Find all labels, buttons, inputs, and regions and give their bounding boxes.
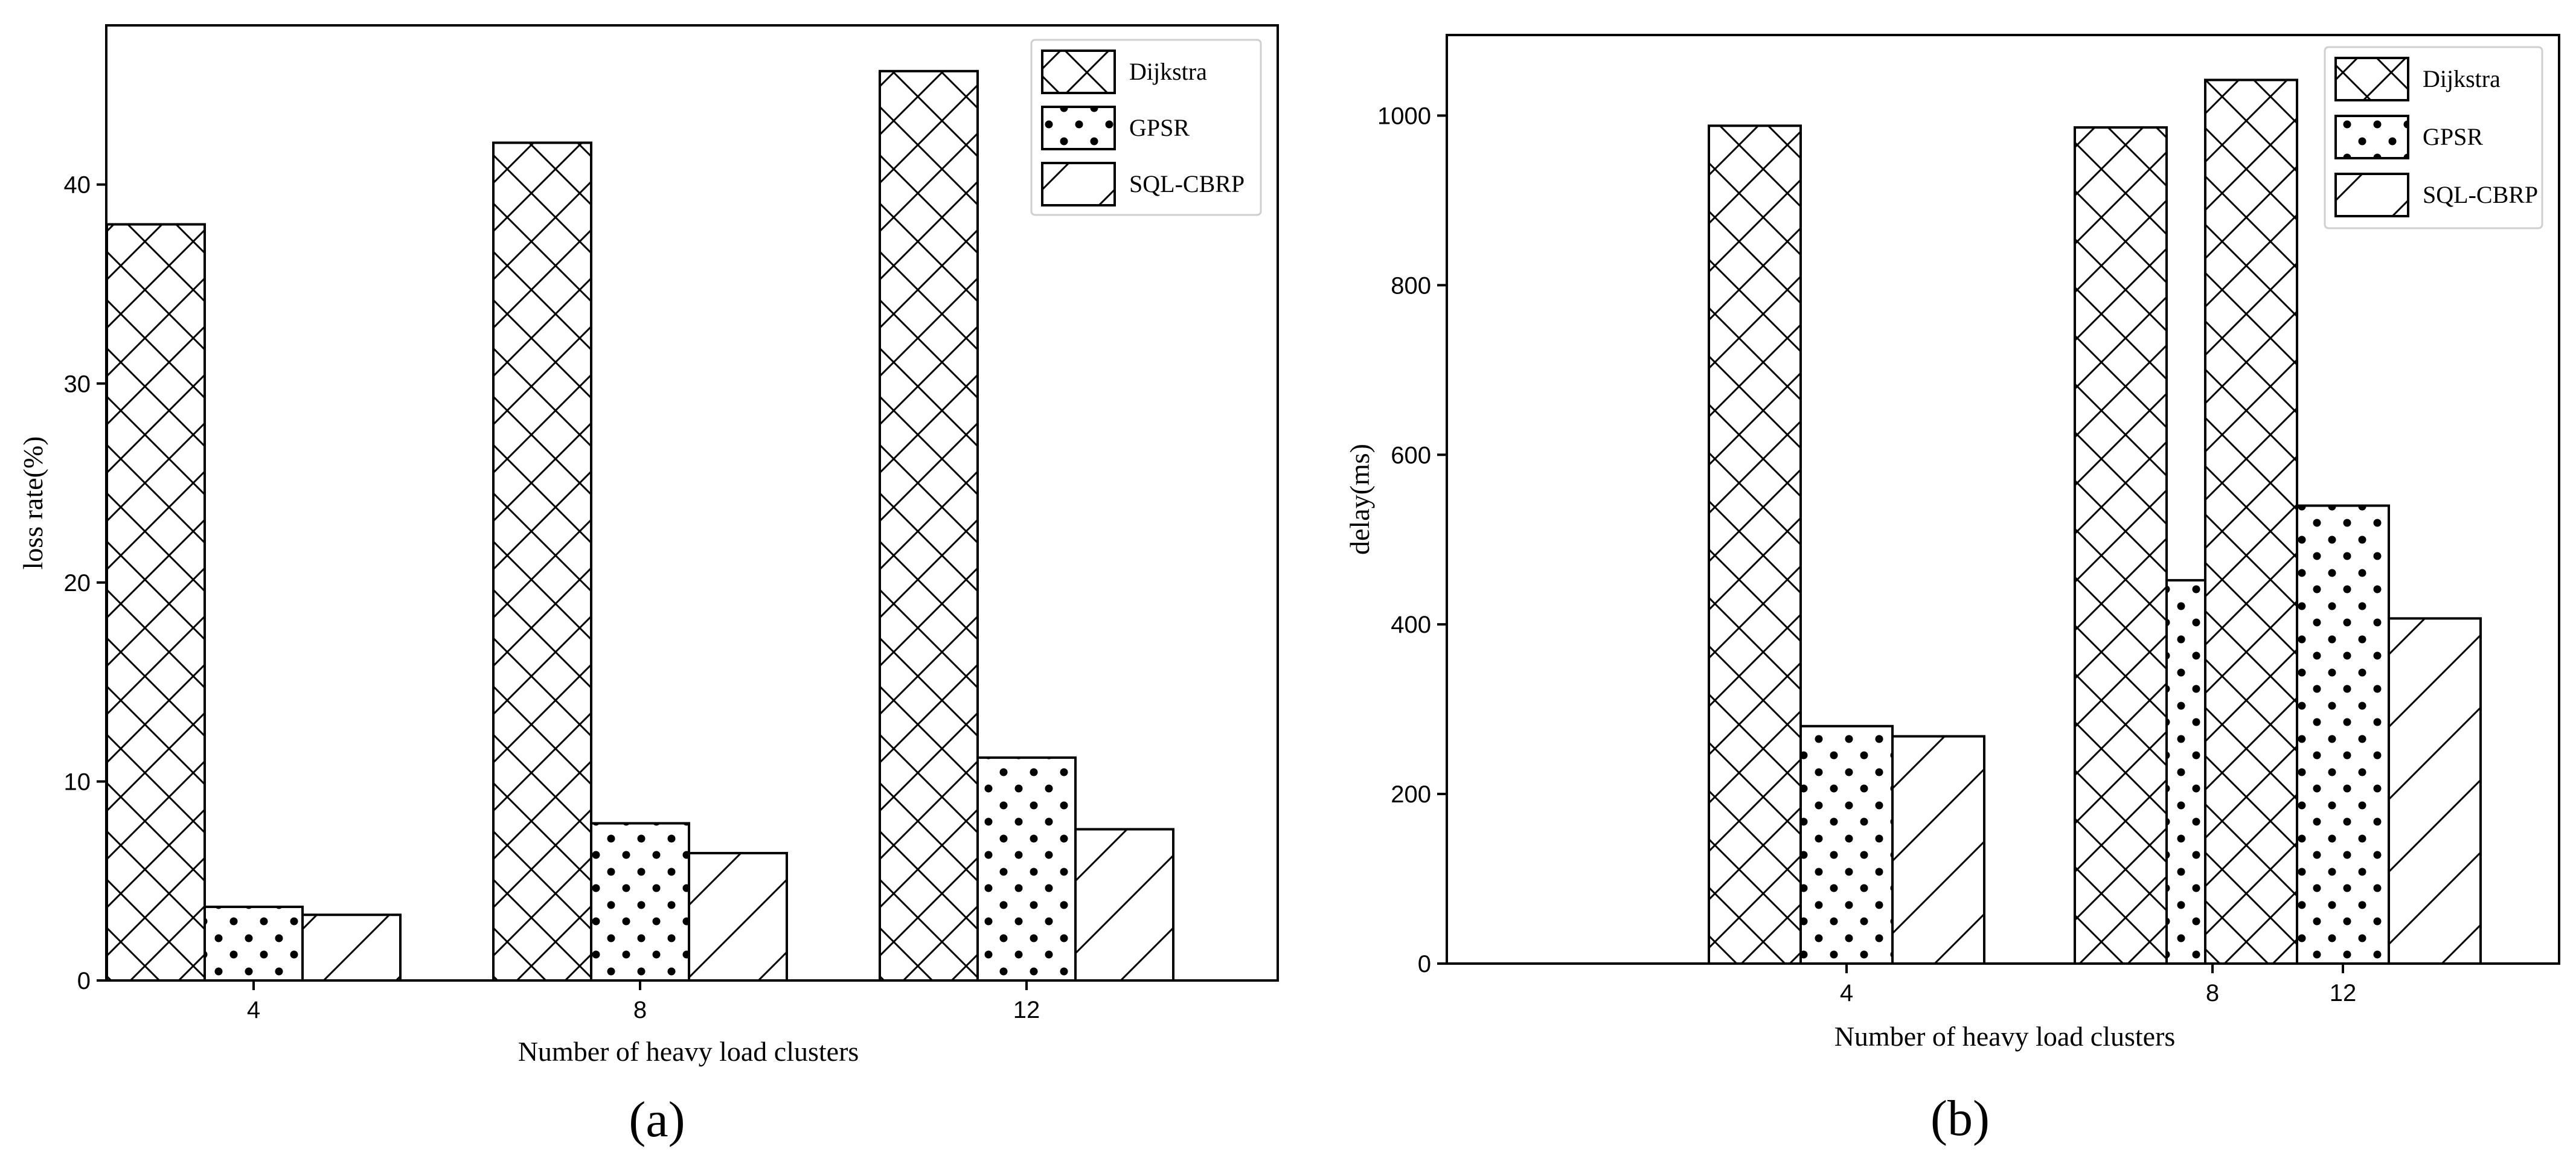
bar-gpsr-12 [976,756,1077,982]
panel-a-x-axis-label: Number of heavy load clusters [518,1036,859,1067]
bar-dijkstra-12 [2204,78,2298,965]
legend-label-gpsr: GPSR [1129,114,1190,141]
legend-swatch-gpsr [1041,106,1116,150]
bar-dijkstra-12 [879,69,979,982]
bar-sql-cbrp-4 [1891,735,1985,965]
y-tick-label-600: 600 [1391,442,1431,469]
panel-b-y-axis: 0 200 400 600 800 1000 [1377,103,1447,977]
bar-gpsr-4 [203,906,304,982]
y-tick-label-40: 40 [64,172,91,199]
legend-label-dijkstra: Dijkstra [2423,65,2501,92]
legend-swatch-sql-cbrp [2334,173,2409,217]
y-tick-label-0: 0 [1418,951,1431,977]
x-tick-label-8: 8 [633,997,647,1023]
bar-dijkstra-8 [2074,126,2168,965]
bar-sql-cbrp-12 [2388,617,2482,965]
y-tick-label-800: 800 [1391,272,1431,299]
chart-panel-a: 0 10 20 30 40 4 8 12 loss rate(%) Number of he… [18,24,1279,1148]
x-tick-label-8: 8 [2206,980,2219,1006]
x-tick-label-12: 12 [2330,980,2357,1006]
legend-swatch-gpsr [2334,115,2409,159]
bar-gpsr-8 [590,822,690,982]
panel-b-y-axis-label: delay(ms) [1344,444,1375,555]
y-tick-label-30: 30 [64,371,91,397]
panel-a-panel-label: (a) [629,1092,685,1148]
legend-swatch-dijkstra [2334,57,2409,101]
y-tick-label-200: 200 [1391,781,1431,808]
panel-b-x-axis-label: Number of heavy load clusters [1834,1021,2176,1052]
x-tick-label-4: 4 [247,997,260,1023]
legend-label-dijkstra: Dijkstra [1129,58,1207,85]
chart-panel-b: 0 200 400 600 800 1000 4 8 12 delay(ms) Number … [1344,34,2560,1147]
bar-dijkstra-4 [1708,124,1802,965]
panel-b-bars [1708,78,2482,965]
panel-a-plot-frame [105,24,1279,982]
bar-sql-cbrp-12 [1074,828,1174,982]
y-tick-label-1000: 1000 [1377,103,1431,129]
panel-b-x-axis: 4 8 12 [1840,964,2356,1006]
bar-gpsr-12 [2296,504,2390,965]
y-tick-label-10: 10 [64,769,91,795]
panel-b-panel-label: (b) [1930,1090,1990,1147]
legend-label-sql-cbrp: SQL-CBRP [2423,181,2538,208]
x-tick-label-4: 4 [1840,980,1853,1006]
bar-dijkstra-4 [106,223,206,982]
panel-b-plot-frame [1446,34,2560,965]
legend-label-sql-cbrp: SQL-CBRP [1129,170,1245,197]
legend-swatch-sql-cbrp [1041,162,1116,206]
panel-a-y-axis: 0 10 20 30 40 [64,172,106,994]
bar-dijkstra-8 [492,141,592,982]
x-tick-label-12: 12 [1013,997,1040,1023]
panel-a-x-axis: 4 8 12 [247,980,1040,1023]
y-tick-label-400: 400 [1391,612,1431,638]
bar-sql-cbrp-4 [301,913,402,982]
bar-sql-cbrp-8 [688,852,788,982]
y-tick-label-0: 0 [77,968,91,994]
y-tick-label-20: 20 [64,570,91,596]
legend-label-gpsr: GPSR [2423,123,2483,150]
panel-a-bars [106,69,1174,982]
panel-a-y-axis-label: loss rate(%) [18,437,48,570]
legend-swatch-dijkstra [1041,50,1116,94]
bar-gpsr-4 [1799,724,1894,965]
